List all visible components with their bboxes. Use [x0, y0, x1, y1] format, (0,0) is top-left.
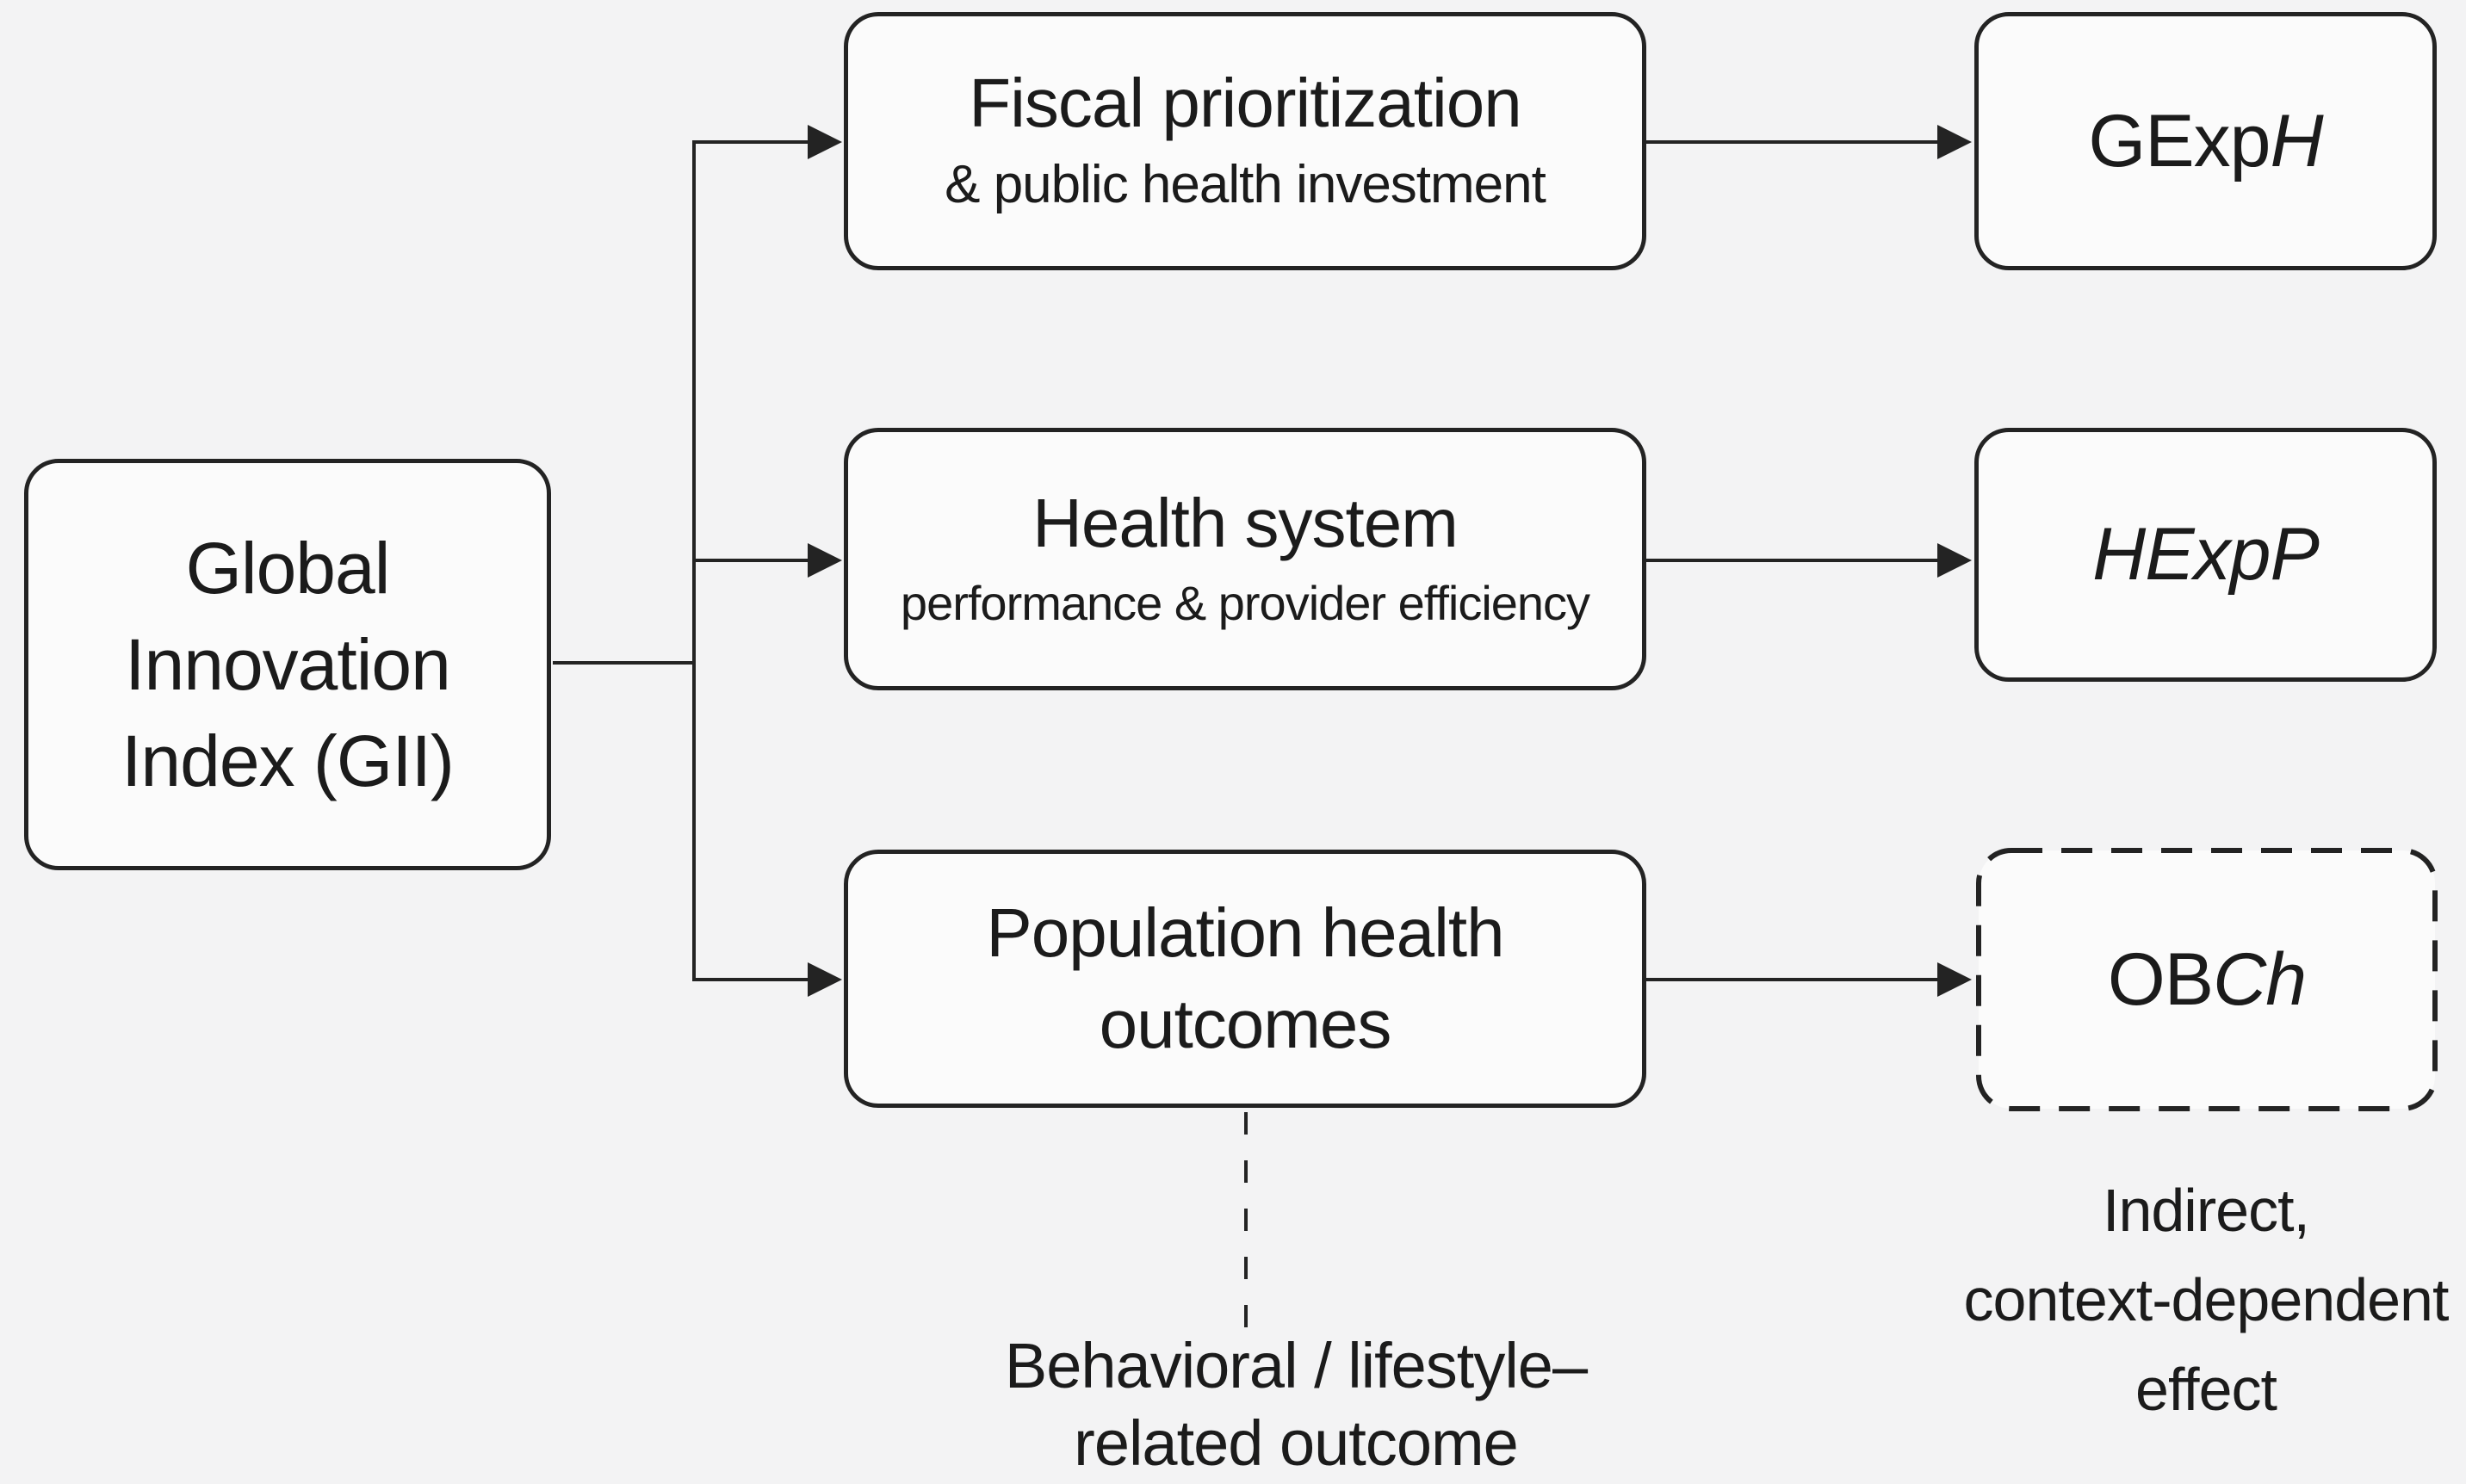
arrowhead-branch-health-system — [808, 543, 842, 578]
outcome-obch-prefix: OB — [2107, 937, 2214, 1021]
gii-line-1: Global — [185, 528, 391, 609]
arrowhead-gexph — [1937, 125, 1972, 159]
outcome-hexpp-label: HExpP — [2092, 512, 2320, 597]
outcome-obch-label: OBCh — [2107, 937, 2307, 1023]
outcome-gexph-label: GExpH — [2088, 99, 2323, 184]
arrowhead-obch — [1937, 962, 1972, 997]
indirect-effect-caption: Indirect, context-dependent effect — [1905, 1166, 2466, 1434]
outcome-gexph-italic: H — [2270, 99, 2323, 182]
gii-source-box: Global Innovation Index (GII) — [24, 459, 551, 870]
indirect-caption-line2: context-dependent — [1963, 1266, 2450, 1333]
outcome-box-obch: OBCh — [1979, 850, 2435, 1109]
behavioral-outcome-caption: Behavioral / lifestyle– related outcome — [865, 1327, 1726, 1482]
outcome-box-hexpp: HExpP — [1974, 428, 2437, 682]
arrowhead-hexpp — [1937, 543, 1972, 578]
gii-line-2: Innovation — [125, 624, 451, 705]
behavioral-caption-line2: related outcome — [1074, 1407, 1519, 1479]
mediator-box-fiscal: Fiscal prioritization & public health in… — [844, 12, 1646, 270]
outcome-box-gexph: GExpH — [1974, 12, 2437, 270]
outcome-obch-italic: Ch — [2213, 937, 2307, 1021]
arrowhead-branch-population — [808, 962, 842, 997]
mediator-fiscal-subtitle: & public health investment — [945, 155, 1546, 214]
mediator-health-system-subtitle: performance & provider efficiency — [900, 575, 1590, 630]
gii-line-3: Index (GII) — [121, 720, 455, 801]
mediator-health-system-title: Health system — [1032, 484, 1459, 561]
mediator-box-population-health: Population health outcomes — [844, 850, 1646, 1108]
obch-dashed-box-outline — [1976, 848, 2438, 1111]
indirect-caption-line3: effect — [2135, 1356, 2277, 1423]
mediator-population-title-line2: outcomes — [1099, 986, 1392, 1062]
mediator-population-title-line1: Population health — [986, 894, 1504, 971]
mediator-box-health-system: Health system performance & provider eff… — [844, 428, 1646, 690]
indirect-caption-line1: Indirect, — [2103, 1177, 2310, 1244]
mediator-fiscal-title: Fiscal prioritization — [969, 65, 1521, 141]
arrowhead-branch-fiscal — [808, 125, 842, 159]
outcome-hexpp-italic: HExpP — [2092, 513, 2320, 596]
outcome-gexph-prefix: GExp — [2088, 99, 2271, 182]
behavioral-caption-line1: Behavioral / lifestyle– — [1004, 1330, 1588, 1401]
